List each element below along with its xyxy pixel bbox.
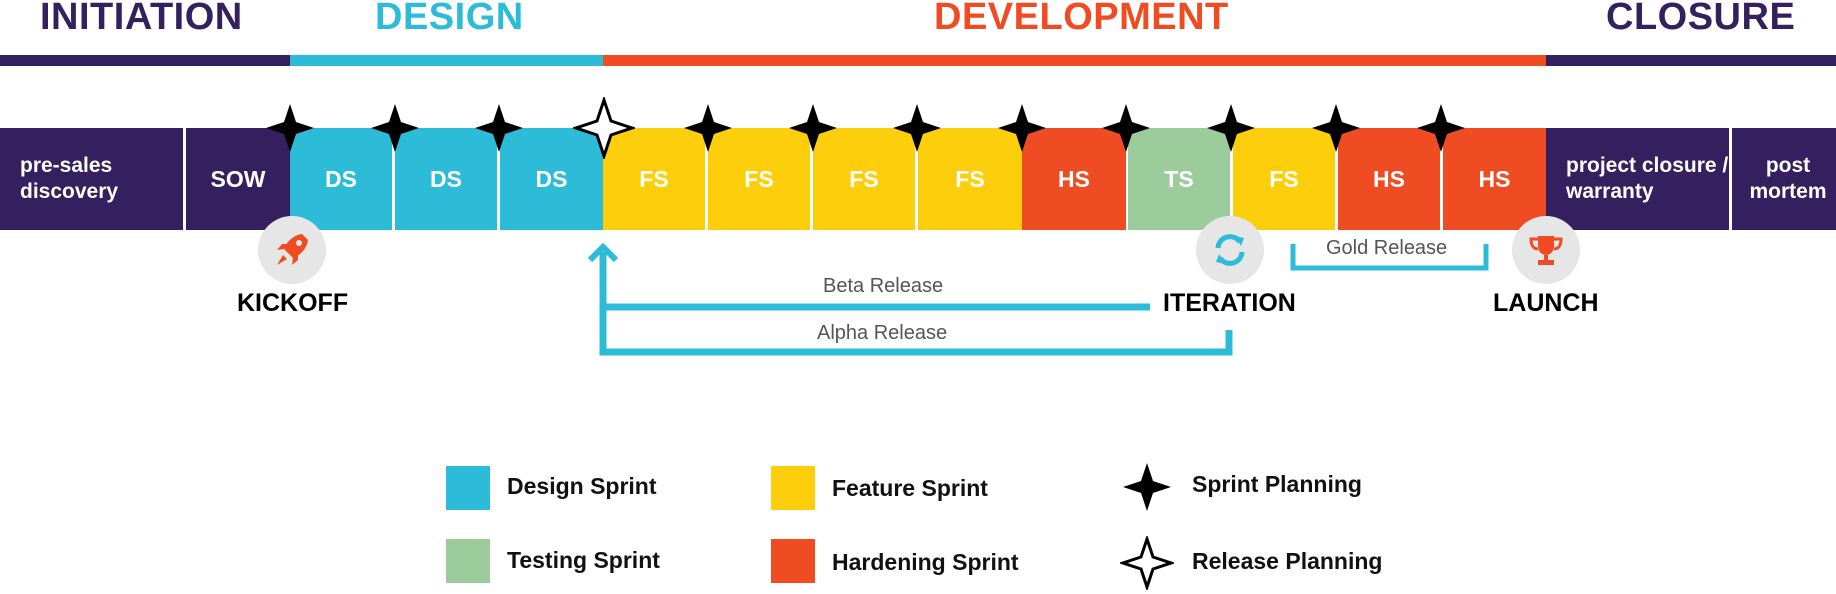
legend-feature-swatch [771,466,815,510]
block-hardening-sprint-1: HS [1022,128,1126,230]
kickoff-label: KICKOFF [237,289,349,317]
block-hardening-sprint-2: HS [1338,128,1440,230]
sprint-planning-star-icon [893,104,941,152]
legend-testing-label: Testing Sprint [507,547,660,573]
phase-closure: CLOSURE [1606,0,1796,38]
legend-sprint-planning-star-icon [1123,463,1171,511]
sprint-planning-star-icon [475,104,523,152]
block-hardening-sprint-3: HS [1443,128,1546,230]
rocket-icon [277,234,308,265]
block-presales-discovery: pre-sales discovery [0,128,183,230]
sprint-planning-star-icon [1312,104,1360,152]
trophy-icon [1529,236,1563,265]
sprint-planning-star-icon [1417,104,1465,152]
legend-testing-swatch [446,539,490,583]
release-planning-star-icon [573,97,635,159]
legend-release-planning-label: Release Planning [1192,548,1383,574]
gold-release-label: Gold Release [1326,237,1448,259]
block-project-closure: project closure / warranty [1546,128,1729,230]
sprint-planning-star-icon [1207,104,1255,152]
block-design-sprint-1: DS [290,128,392,230]
legend-hardening-swatch [771,539,815,583]
block-feature-sprint-2: FS [708,128,810,230]
block-feature-sprint-3: FS [813,128,915,230]
iteration-label: ITERATION [1163,289,1296,317]
sprint-planning-star-icon [371,104,419,152]
legend-release-planning-star-icon [1120,536,1174,590]
block-design-sprint-3: DS [500,128,603,230]
phase-bar-initiation [0,55,290,66]
legend-sprint-planning-label: Sprint Planning [1192,471,1362,497]
block-feature-sprint-4: FS [918,128,1022,230]
beta-release-label: Beta Release [823,275,944,297]
sprint-planning-star-icon [266,104,314,152]
sprint-planning-star-icon [684,104,732,152]
phase-design: DESIGN [375,0,524,38]
launch-label: LAUNCH [1493,289,1599,317]
block-feature-sprint-5: FS [1233,128,1335,230]
block-design-sprint-2: DS [395,128,497,230]
phase-initiation: INITIATION [40,0,243,38]
block-testing-sprint: TS [1128,128,1230,230]
phase-bar-closure [1546,55,1836,66]
legend-feature-label: Feature Sprint [832,475,988,501]
sprint-planning-star-icon [789,104,837,152]
refresh-icon [1215,234,1245,266]
alpha-release-label: Alpha Release [817,322,948,344]
block-feature-sprint-1: FS [603,128,705,230]
sprint-planning-star-icon [1102,104,1150,152]
kickoff-circle [258,216,326,284]
legend-design-label: Design Sprint [507,473,657,499]
legend-design-swatch [446,466,490,510]
launch-circle [1512,216,1580,284]
phase-development: DEVELOPMENT [934,0,1229,38]
legend-hardening-label: Hardening Sprint [832,549,1019,575]
phase-bar-development [603,55,1546,66]
sprint-planning-star-icon [998,104,1046,152]
block-sow: SOW [186,128,290,230]
iteration-circle [1196,216,1264,284]
block-post-mortem: post mortem [1732,128,1836,230]
phase-bar-design [290,55,603,66]
